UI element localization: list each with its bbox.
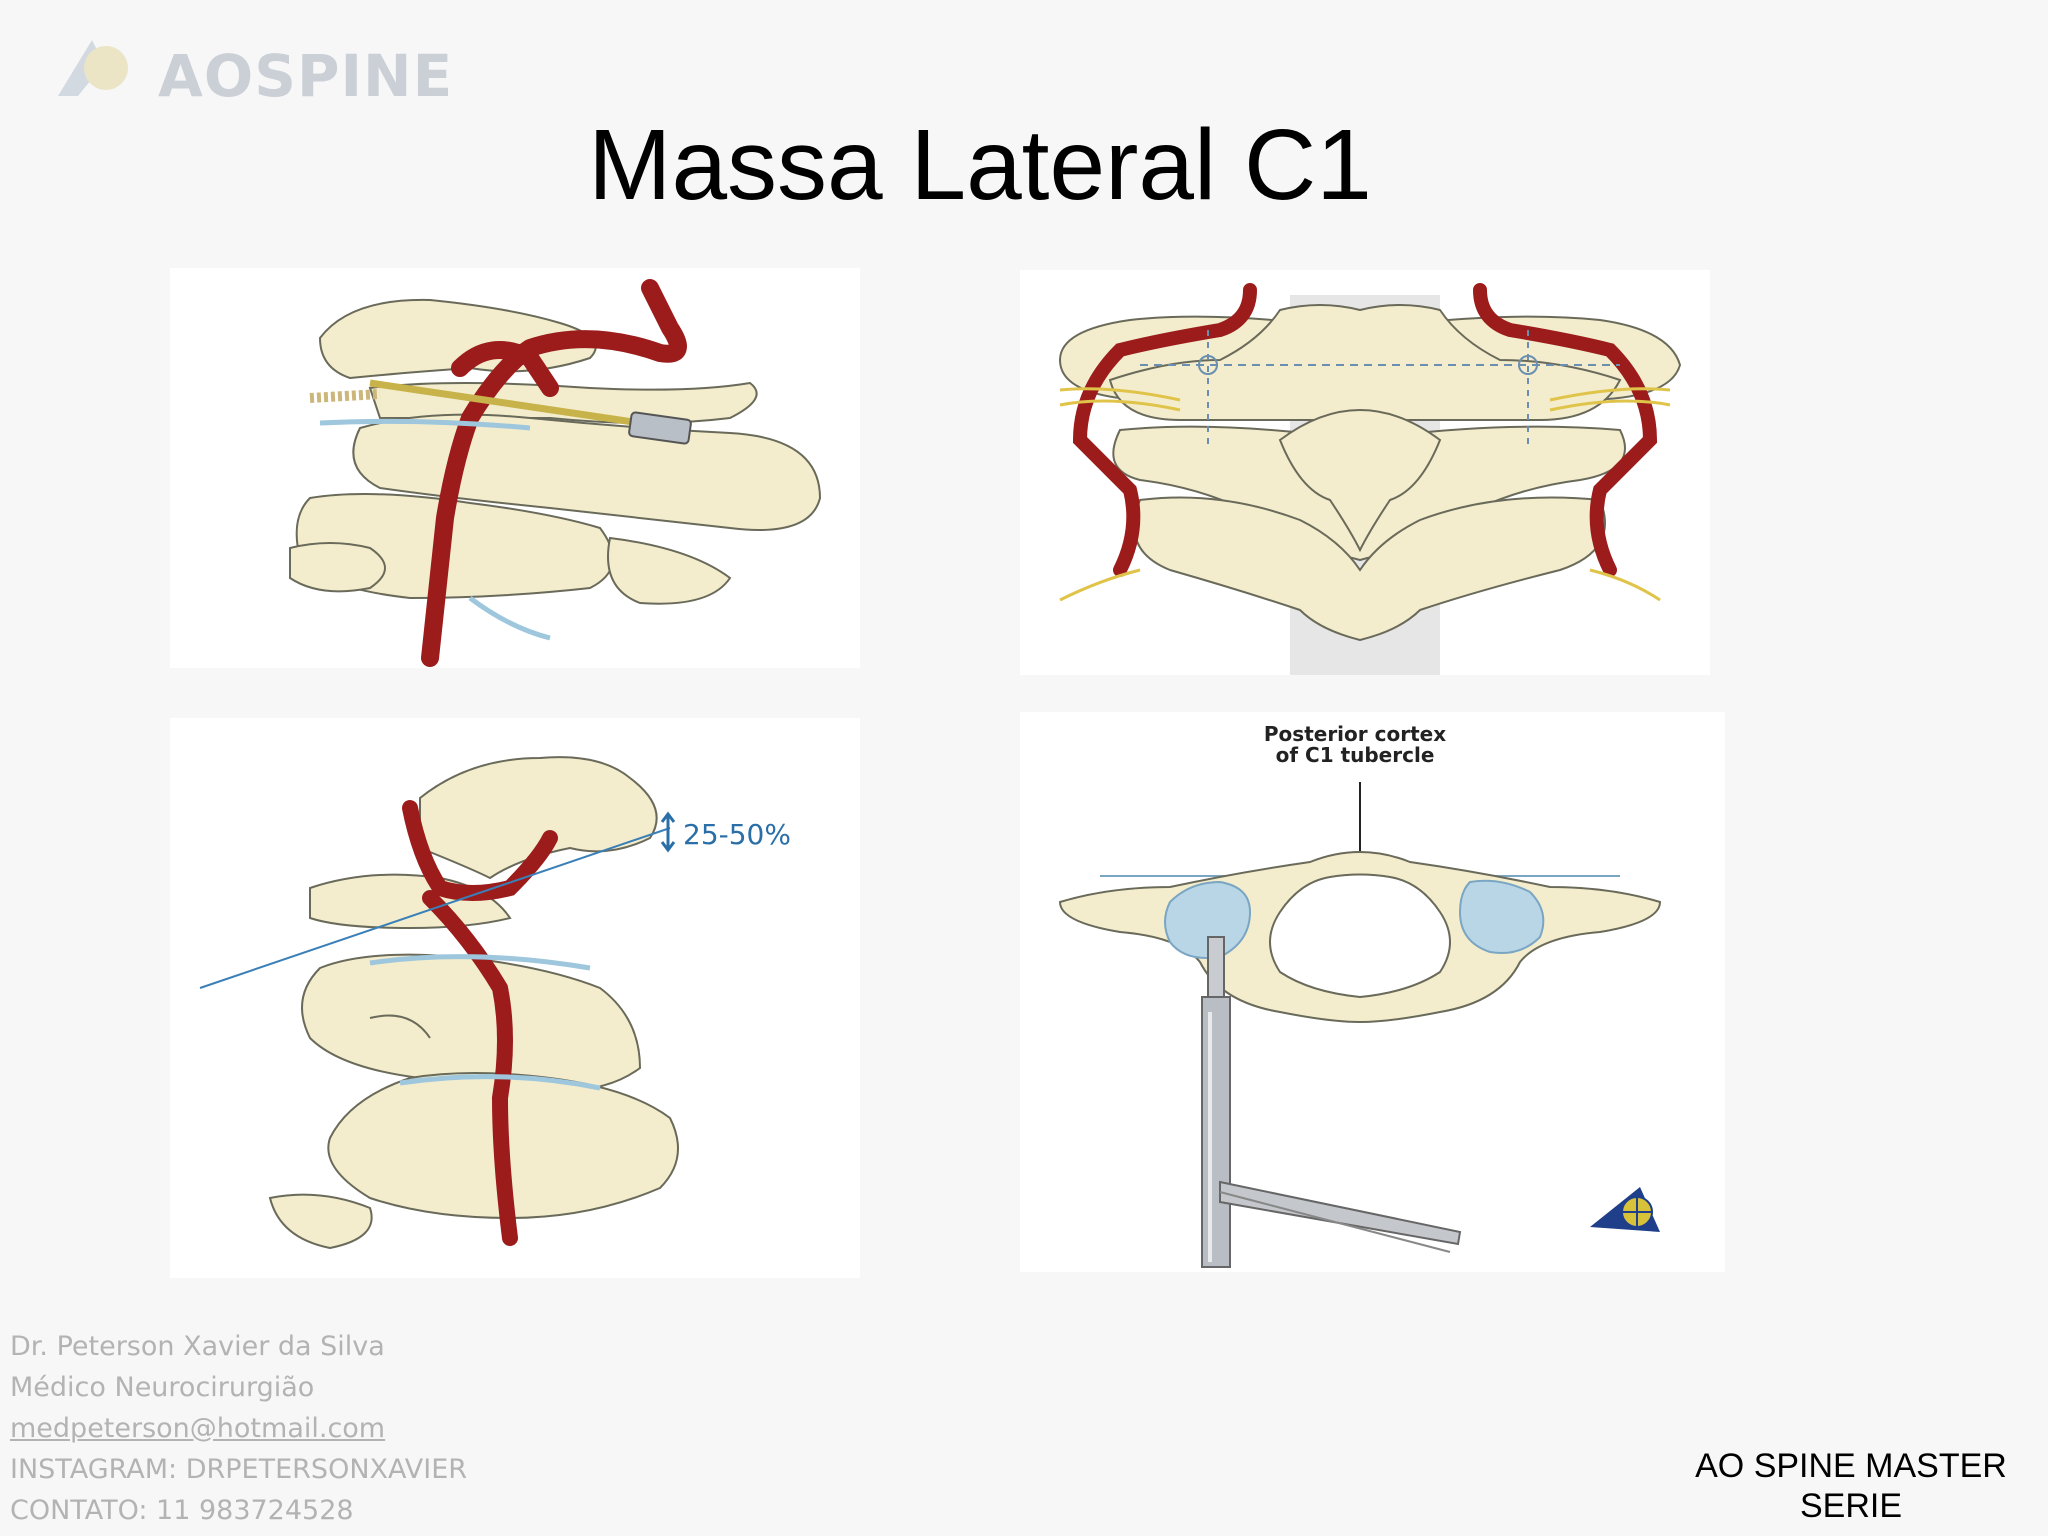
posterior-cortex-label: Posterior cortex of C1 tubercle (1230, 724, 1480, 766)
aospine-logo-icon (58, 40, 128, 96)
author-contact: CONTATO: 11 983724528 (10, 1495, 354, 1526)
ao-foundation-icon (1590, 1187, 1660, 1232)
aospine-logo: AOSPINE (58, 34, 452, 124)
author-email-link[interactable]: medpeterson@hotmail.com (10, 1413, 386, 1444)
posterior-view-illustration (1020, 270, 1710, 675)
superior-view-drill-illustration (1020, 712, 1725, 1272)
logo-text: AOSPINE (158, 42, 454, 110)
series-label: AO SPINE MASTER SERIE (1686, 1446, 2016, 1526)
author-credits: Dr. Peterson Xavier da Silva Médico Neur… (10, 1326, 467, 1531)
author-name: Dr. Peterson Xavier da Silva (10, 1331, 385, 1362)
author-instagram: INSTAGRAM: DRPETERSONXAVIER (10, 1454, 468, 1485)
cortex-label-line1: Posterior cortex (1263, 722, 1447, 746)
series-label-line2: SERIE (1799, 1487, 1903, 1525)
angle-percentage-label: 25-50% (683, 818, 791, 851)
slide-title: Massa Lateral C1 (588, 109, 1372, 221)
series-label-line1: AO SPINE MASTER (1695, 1447, 2007, 1485)
cortex-label-line2: of C1 tubercle (1275, 743, 1435, 767)
lateral-screw-illustration (170, 268, 860, 668)
lateral-angle-illustration (170, 718, 860, 1278)
author-role: Médico Neurocirurgião (10, 1372, 315, 1403)
